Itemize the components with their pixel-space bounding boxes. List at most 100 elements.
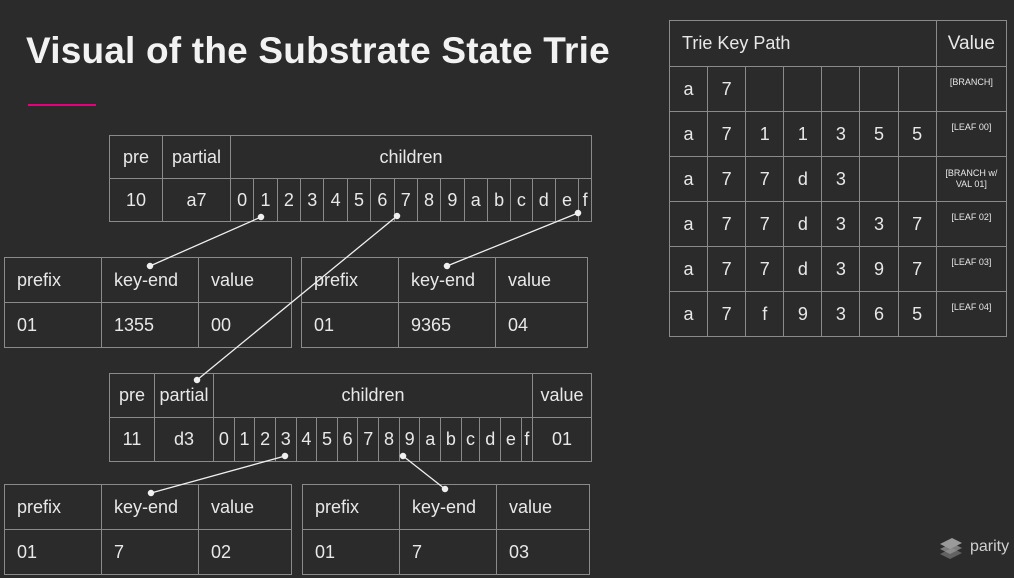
key-row: a 7 7 d 3 9 7 [LEAF 03]: [668, 246, 1008, 292]
key-cell: 7: [745, 201, 785, 247]
header-prefix: prefix: [301, 257, 399, 303]
page-title: Visual of the Substrate State Trie: [26, 30, 610, 71]
parity-logo-icon: [940, 538, 962, 559]
prefix-value: 01: [302, 529, 400, 575]
branch-node-d3: pre partial children value 11 d3 0 1 2 3…: [109, 373, 592, 462]
header-value: value: [496, 484, 590, 530]
child-slot: 4: [295, 417, 318, 462]
key-cell: [859, 66, 899, 112]
key-end-value: 1355: [101, 302, 199, 348]
child-slot: 9: [398, 417, 421, 462]
key-end-value: 9365: [398, 302, 496, 348]
key-cell: 7: [707, 111, 747, 157]
key-cell: 7: [707, 66, 747, 112]
key-cell: 3: [821, 156, 861, 202]
child-slot: a: [463, 178, 488, 222]
key-cell: 3: [859, 201, 899, 247]
key-cell: 5: [897, 111, 937, 157]
branch-value: 01: [532, 417, 592, 462]
key-row: a 7 1 1 3 5 5 [LEAF 00]: [668, 111, 1008, 157]
prefix-value: 01: [4, 529, 102, 575]
child-slot: e: [554, 178, 580, 222]
parity-logo-text: parity: [970, 538, 1010, 555]
header-key-end: key-end: [101, 257, 199, 303]
key-cell: a: [668, 201, 709, 247]
value-value: 00: [198, 302, 292, 348]
header-children: children: [230, 135, 592, 179]
child-slot: c: [460, 417, 481, 462]
key-cell: [897, 156, 937, 202]
child-slot: 5: [346, 178, 372, 222]
key-row: a 7 7 d 3 [BRANCH w/ VAL 01]: [668, 156, 1008, 202]
key-cell: d: [783, 201, 823, 247]
header-value: Value: [935, 20, 1008, 67]
node-type-label: [LEAF 02]: [935, 201, 1008, 247]
header-key-end: key-end: [398, 257, 496, 303]
key-cell: 7: [897, 246, 937, 292]
child-slot: 4: [323, 178, 348, 222]
child-slot: 7: [357, 417, 380, 462]
key-cell: 7: [707, 291, 747, 337]
key-cell: a: [668, 111, 709, 157]
partial-value: d3: [154, 417, 214, 462]
value-value: 04: [495, 302, 588, 348]
header-value: value: [198, 484, 292, 530]
leaf-node-7-b: prefix key-end value 01 7 03: [302, 484, 590, 575]
key-row: a 7 [BRANCH]: [668, 66, 1008, 112]
child-slot: e: [500, 417, 522, 462]
key-cell: f: [745, 291, 785, 337]
child-slot: 6: [336, 417, 359, 462]
header-partial: partial: [162, 135, 231, 179]
child-slot: 3: [274, 417, 297, 462]
key-cell: 5: [859, 111, 899, 157]
header-partial: partial: [154, 373, 214, 418]
key-cell: [821, 66, 861, 112]
branch-node-root: pre partial children 10 a7 0 1 2 3 4 5 6…: [109, 135, 592, 222]
child-slot: d: [531, 178, 556, 222]
child-slot: c: [510, 178, 533, 222]
value-value: 02: [198, 529, 292, 575]
prefix-value: 01: [4, 302, 102, 348]
key-end-value: 7: [101, 529, 199, 575]
child-slot: f: [578, 178, 592, 222]
key-cell: d: [783, 246, 823, 292]
key-cell: [745, 66, 785, 112]
header-key-end: key-end: [101, 484, 199, 530]
child-slot: 9: [440, 178, 465, 222]
key-cell: 3: [821, 201, 861, 247]
child-slot: 7: [393, 178, 418, 222]
key-cell: a: [668, 246, 709, 292]
pre-value: 10: [109, 178, 163, 222]
header-value: value: [198, 257, 292, 303]
child-slot: f: [520, 417, 534, 462]
partial-value: a7: [162, 178, 231, 222]
key-row: a 7 7 d 3 3 7 [LEAF 02]: [668, 201, 1008, 247]
parity-logo: parity: [938, 534, 1009, 560]
child-slot: b: [440, 417, 462, 462]
header-prefix: prefix: [4, 257, 102, 303]
key-cell: 9: [783, 291, 823, 337]
key-cell: 3: [821, 291, 861, 337]
key-cell: a: [668, 291, 709, 337]
header-pre: pre: [109, 373, 155, 418]
child-slot: b: [486, 178, 512, 222]
child-slot: 5: [316, 417, 338, 462]
key-cell: a: [668, 156, 709, 202]
node-type-label: [LEAF 04]: [935, 291, 1008, 337]
key-cell: [897, 66, 937, 112]
header-pre: pre: [109, 135, 163, 179]
child-slot: 0: [229, 178, 255, 222]
key-cell: 7: [897, 201, 937, 247]
key-cell: 7: [745, 156, 785, 202]
key-cell: a: [668, 66, 709, 112]
key-cell: 6: [859, 291, 899, 337]
child-slot: 3: [300, 178, 325, 222]
key-cell: 7: [707, 156, 747, 202]
node-type-label: [LEAF 03]: [935, 246, 1008, 292]
header-value: value: [495, 257, 588, 303]
child-slot: a: [419, 417, 442, 462]
key-cell: 7: [707, 246, 747, 292]
key-cell: 1: [745, 111, 785, 157]
key-cell: 1: [783, 111, 823, 157]
child-slot: 6: [370, 178, 395, 222]
